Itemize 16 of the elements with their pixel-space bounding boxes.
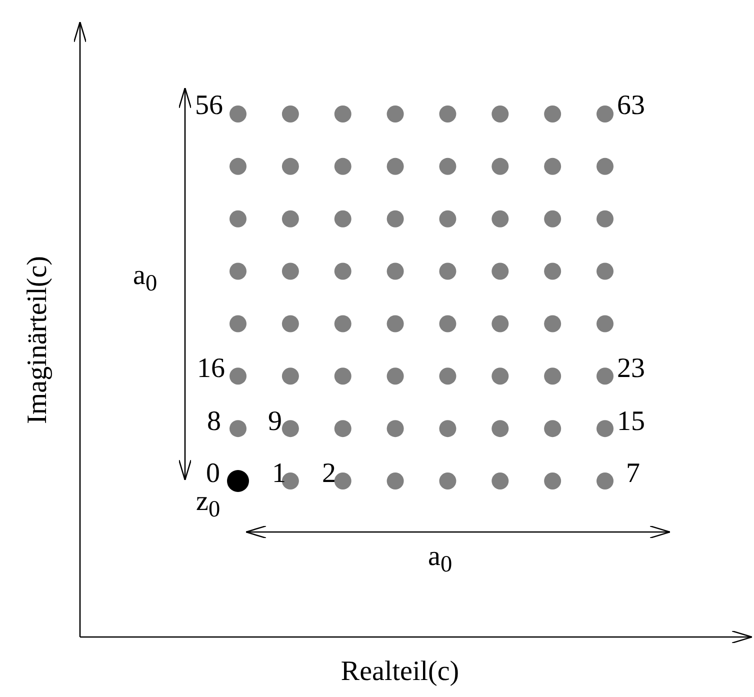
axis-label: Imaginärteil(c) bbox=[24, 256, 52, 424]
point-number: 9 bbox=[268, 408, 282, 436]
point-number: 16 bbox=[197, 355, 225, 383]
dimension-label: a$_{0}$ bbox=[428, 543, 452, 577]
dimension-label: a$_{0}$ bbox=[133, 262, 158, 296]
point-number: 56 bbox=[195, 92, 223, 120]
point-number: 0 bbox=[206, 460, 220, 488]
point-number: 15 bbox=[617, 408, 645, 436]
point-label: z$_{0}$ bbox=[196, 488, 220, 522]
point-number: 8 bbox=[207, 408, 221, 436]
point-number: 1 bbox=[272, 460, 286, 488]
axis-label: Realteil(c) bbox=[340, 658, 460, 686]
point-number: 2 bbox=[322, 460, 336, 488]
point-number: 7 bbox=[626, 460, 640, 488]
point-number: 63 bbox=[617, 92, 645, 120]
point-number: 23 bbox=[617, 355, 645, 383]
